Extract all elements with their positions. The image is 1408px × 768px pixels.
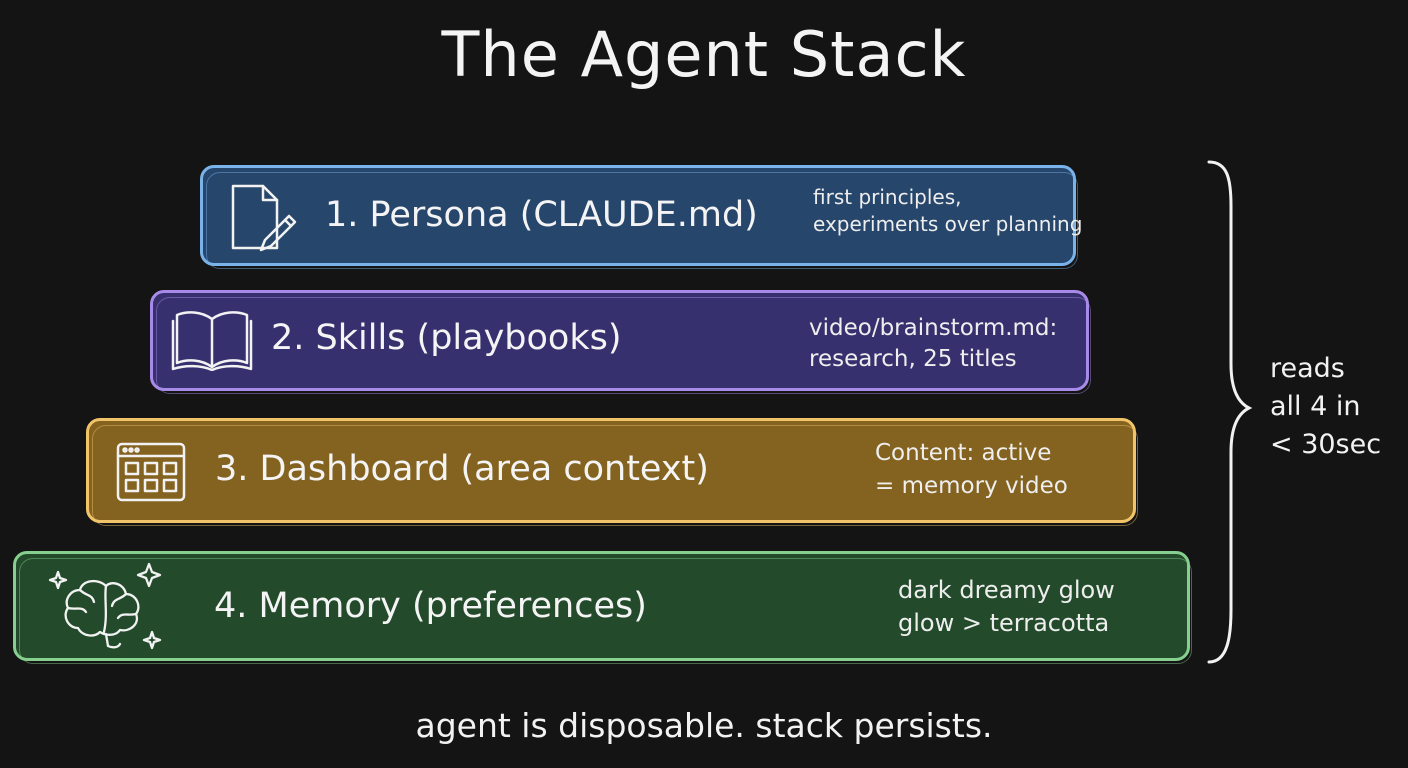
layer-note-line: Content: active xyxy=(875,440,1052,466)
brain-sparkle-icon xyxy=(48,560,168,658)
layer-note-line: research, 25 titles xyxy=(809,346,1017,372)
layer-note-line: = memory video xyxy=(875,473,1068,499)
layer-label: 3. Dashboard (area context) xyxy=(215,449,709,489)
curly-brace xyxy=(1205,158,1265,672)
side-note-line: all 4 in xyxy=(1270,391,1361,422)
side-note-line: < 30sec xyxy=(1270,429,1382,460)
layer-skills: 2. Skills (playbooks) video/brainstorm.m… xyxy=(150,290,1091,394)
document-pencil-icon xyxy=(227,180,299,260)
layer-persona: 1. Persona (CLAUDE.md) first principles,… xyxy=(200,165,1082,269)
side-note-line: reads xyxy=(1270,353,1345,384)
layer-note-line: glow > terracotta xyxy=(898,609,1110,637)
layer-note-line: experiments over planning xyxy=(813,212,1083,236)
layer-memory: 4. Memory (preferences) dark dreamy glow… xyxy=(13,551,1192,664)
layer-label: 1. Persona (CLAUDE.md) xyxy=(325,195,758,235)
side-note: reads all 4 in < 30sec xyxy=(1270,350,1381,464)
layer-label: 2. Skills (playbooks) xyxy=(271,318,622,358)
open-book-icon xyxy=(171,309,253,375)
diagram-title: The Agent Stack xyxy=(441,18,967,91)
dashboard-window-icon xyxy=(115,441,187,507)
layer-note-line: dark dreamy glow xyxy=(898,576,1115,604)
layer-note-line: first principles, xyxy=(813,185,962,209)
layer-dashboard: 3. Dashboard (area context) Content: act… xyxy=(86,418,1138,526)
layer-note-line: video/brainstorm.md: xyxy=(809,315,1058,341)
layer-label: 4. Memory (preferences) xyxy=(214,586,647,626)
footer-caption: agent is disposable. stack persists. xyxy=(415,706,993,745)
